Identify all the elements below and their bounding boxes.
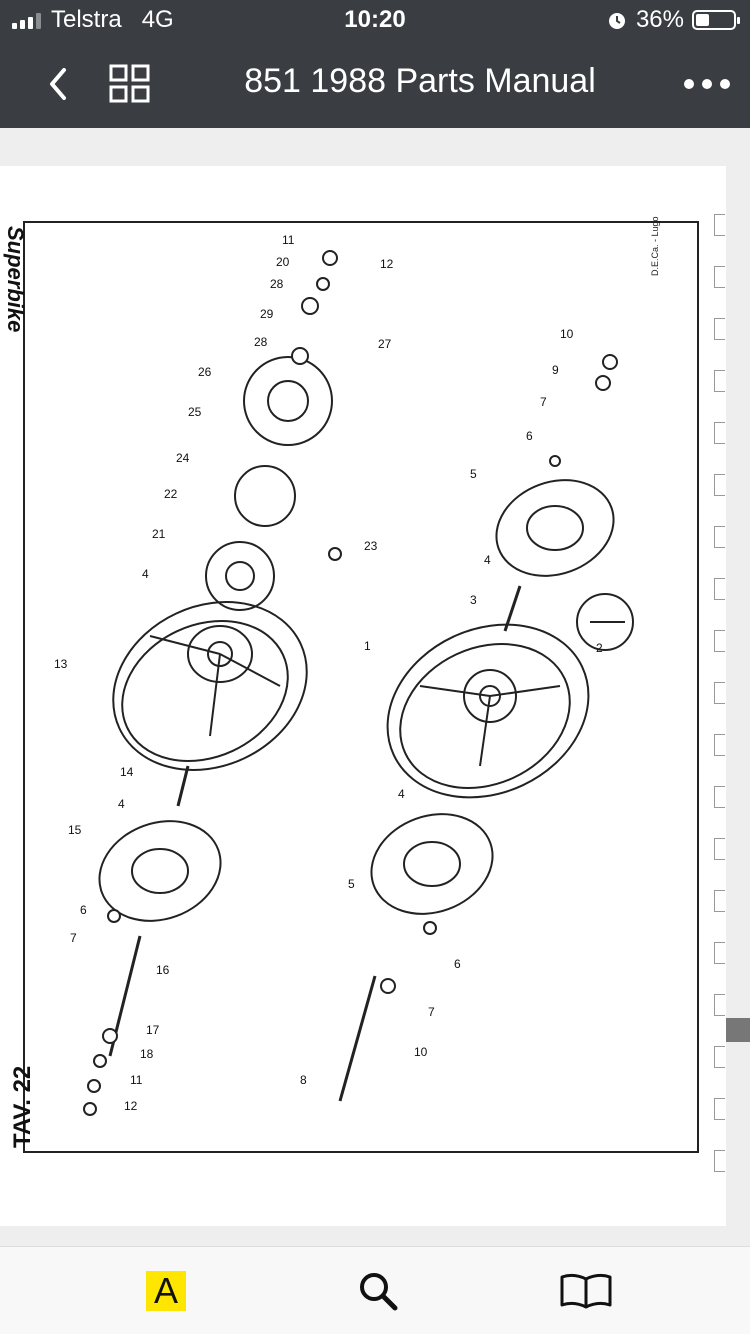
front-axle xyxy=(338,585,522,1102)
part-label: 6 xyxy=(454,957,461,971)
part-label: 4 xyxy=(398,787,405,801)
battery-icon xyxy=(692,10,740,30)
status-left: Telstra 4G xyxy=(12,6,174,34)
part-label: 4 xyxy=(142,567,149,581)
rear-wheel xyxy=(112,601,308,771)
part-label: 5 xyxy=(470,467,477,481)
battery-fill xyxy=(696,14,709,26)
part-label: 18 xyxy=(140,1047,154,1061)
part-label: 12 xyxy=(124,1099,138,1113)
rear-disc xyxy=(98,820,222,922)
part-label: 24 xyxy=(176,451,190,465)
part-label: 7 xyxy=(70,931,77,945)
part-label: 13 xyxy=(54,657,68,671)
nav-bar: 851 1988 Parts Manual xyxy=(0,40,750,128)
part-label: 22 xyxy=(164,487,178,501)
part-label: 8 xyxy=(300,1073,307,1087)
part-label: 6 xyxy=(526,429,533,443)
part-label: 14 xyxy=(120,765,134,779)
margin-marks xyxy=(714,214,726,1202)
part-label: 11 xyxy=(130,1073,143,1087)
part-label: 9 xyxy=(552,363,559,377)
part-label: 23 xyxy=(364,539,378,553)
part-label: 10 xyxy=(414,1045,428,1059)
part-label: 1 xyxy=(364,639,371,653)
status-bar: Telstra 4G 10:20 36% xyxy=(0,0,750,40)
status-right: 36% xyxy=(606,6,740,34)
part-label: 20 xyxy=(276,255,290,269)
network-label: 4G xyxy=(141,6,174,33)
rear-sprocket xyxy=(243,356,333,446)
rear-part-labels: 11 20 28 29 28 26 25 24 22 21 4 13 14 4 … xyxy=(54,233,394,1113)
part-label: 3 xyxy=(470,593,477,607)
more-icon[interactable] xyxy=(680,70,734,98)
part-label: 29 xyxy=(260,307,274,321)
grid-icon[interactable] xyxy=(108,64,152,104)
front-disc-upper xyxy=(495,479,615,577)
small-parts xyxy=(83,250,618,1116)
front-wheel xyxy=(386,623,590,799)
parts-diagram: Superbike TAV. 22 D.E.Ca. - Lugo xyxy=(3,216,699,1153)
part-label: 7 xyxy=(540,395,547,409)
front-disc-lower xyxy=(370,813,494,915)
signal-icon xyxy=(12,11,41,29)
part-label: 11 xyxy=(282,233,295,247)
part-label: 16 xyxy=(156,963,170,977)
status-time: 10:20 xyxy=(344,6,406,33)
part-label: 28 xyxy=(254,335,268,349)
book-icon[interactable] xyxy=(558,1271,614,1311)
font-settings-button[interactable]: A xyxy=(146,1271,186,1311)
front-part-labels: 10 9 7 6 5 4 3 2 1 4 5 6 7 10 8 xyxy=(300,327,603,1087)
brand-text: Superbike xyxy=(3,226,28,332)
part-label: 4 xyxy=(484,553,491,567)
alarm-icon xyxy=(608,13,625,29)
battery-percent: 36% xyxy=(635,6,684,33)
part-label: 7 xyxy=(428,1005,435,1019)
part-label: 6 xyxy=(80,903,87,917)
part-label: 26 xyxy=(198,365,212,379)
part-label: 10 xyxy=(560,327,574,341)
document-viewer[interactable]: Superbike TAV. 22 D.E.Ca. - Lugo xyxy=(0,128,750,1246)
table-label: TAV. 22 xyxy=(9,1066,36,1148)
valve-detail xyxy=(576,593,634,651)
part-label: 4 xyxy=(118,797,125,811)
part-label: 28 xyxy=(270,277,284,291)
part-label: 17 xyxy=(146,1023,160,1037)
part-label: 27 xyxy=(378,337,392,351)
part-label: 21 xyxy=(152,527,166,541)
rear-cush-drive xyxy=(205,465,296,611)
carrier-label: Telstra xyxy=(51,6,122,33)
scrollbar-thumb[interactable] xyxy=(726,1018,750,1042)
part-label: 12 xyxy=(380,257,394,271)
credit-text: D.E.Ca. - Lugo xyxy=(650,216,660,276)
bottom-toolbar: A xyxy=(0,1246,750,1334)
part-label: 5 xyxy=(348,877,355,891)
part-label: 25 xyxy=(188,405,202,419)
search-icon[interactable] xyxy=(356,1269,400,1313)
part-label: 2 xyxy=(596,641,603,655)
page-title: 851 1988 Parts Manual xyxy=(244,62,596,100)
part-label: 15 xyxy=(68,823,82,837)
chevron-left-icon[interactable] xyxy=(40,60,80,108)
document-page: Superbike TAV. 22 D.E.Ca. - Lugo xyxy=(0,166,726,1226)
